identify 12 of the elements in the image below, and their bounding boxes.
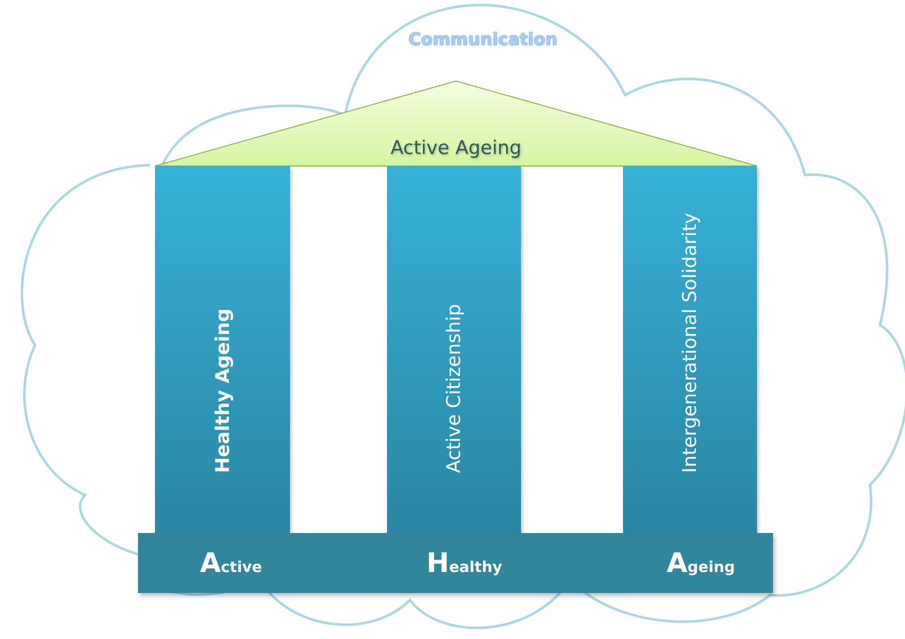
cloud-title: Communication: [408, 30, 558, 50]
pillar-label: Intergenerational Solidarity: [679, 212, 701, 473]
pillar: [155, 166, 290, 533]
base-word: Ageing: [666, 548, 735, 578]
base-band: [138, 533, 773, 593]
pillar: [387, 166, 521, 533]
pillar-label: Healthy Ageing: [212, 308, 234, 473]
roof-label: Active Ageing: [390, 137, 522, 159]
base-word: Healthy: [426, 548, 502, 578]
pillar: [623, 166, 757, 533]
pillar-label: Active Citizenship: [443, 304, 465, 473]
base-word: Active: [200, 548, 262, 578]
